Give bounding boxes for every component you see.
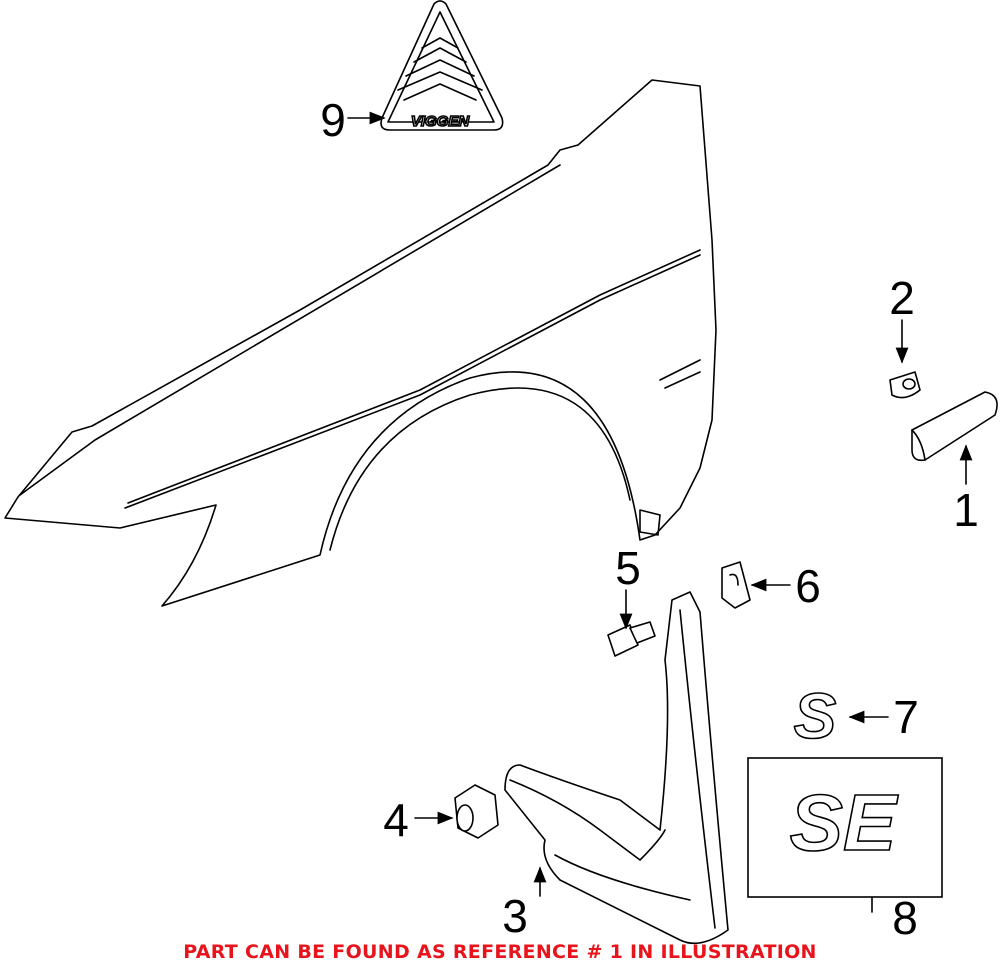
callout-5: 5 [615, 542, 641, 594]
nut-part-4 [454, 784, 499, 839]
leader-lines [347, 111, 973, 913]
callout-1: 1 [953, 484, 979, 536]
callout-9: 9 [320, 94, 346, 146]
molding-part-1 [911, 391, 998, 462]
callout-2: 2 [889, 272, 915, 324]
emblem-viggen: VIGGEN [380, 0, 504, 131]
callout-3: 3 [502, 890, 528, 942]
callout-4: 4 [383, 794, 409, 846]
clip-part-6 [721, 561, 751, 609]
callout-7: 7 [893, 691, 919, 743]
emblem-se: SE [747, 757, 943, 898]
callout-8: 8 [892, 892, 918, 944]
emblem-viggen-text: VIGGEN [411, 113, 471, 130]
emblem-se-text: SE [790, 778, 899, 867]
bolt-part-5 [607, 621, 656, 657]
mud-flap-part-3 [504, 591, 729, 945]
callout-6: 6 [795, 560, 821, 612]
fender [4, 79, 717, 607]
emblem-s-text: S [794, 680, 837, 752]
clip-part-2 [889, 371, 921, 399]
reference-notice: PART CAN BE FOUND AS REFERENCE # 1 IN IL… [183, 941, 817, 963]
